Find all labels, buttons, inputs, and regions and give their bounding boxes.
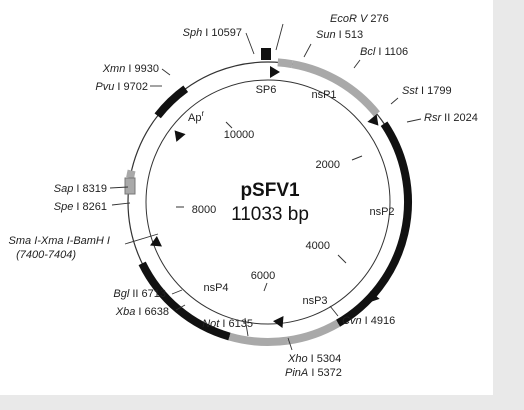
- leader-line: [245, 32, 255, 55]
- tick-6000: [263, 282, 268, 292]
- arrow-nsp2-head: [368, 291, 380, 303]
- scale-tick-marks: [176, 121, 363, 292]
- leader-line: [161, 68, 171, 76]
- scale-label-6000: 6000: [251, 270, 275, 282]
- leader-line: [390, 97, 399, 105]
- site-label-xmn: Xmn I 9930: [102, 63, 159, 75]
- arrow-sp6: [270, 66, 280, 78]
- site-label-xba: Xba I 6638: [115, 306, 169, 318]
- site-label-pvu: Pvu I 9702: [95, 81, 148, 93]
- feature-label-nsp2: nsP2: [369, 206, 394, 218]
- feature-label-nsp4: nsP4: [203, 282, 228, 294]
- site-label-spe: Spe I 8261: [54, 201, 107, 213]
- site-label-sap: Sap I 8319: [54, 183, 107, 195]
- scale-label-2000: 2000: [316, 159, 340, 171]
- arrow-nsp1-head: [367, 114, 379, 126]
- site-label-rsr: Rsr II 2024: [424, 112, 478, 124]
- plasmid-name: pSFV1: [240, 180, 300, 201]
- sp6-start-marker: [261, 48, 271, 60]
- arrow-nsp3-head: [273, 316, 284, 328]
- arrow-nsp2: [368, 291, 380, 303]
- inner-orf-circle: [145, 79, 391, 325]
- feature-label-nsp3: nsP3: [302, 295, 327, 307]
- plasmid-map-panel: pSFV1 11033 bp EcoR V 276 Sun I 513 Bcl …: [0, 0, 493, 395]
- site-label-bcl: Bcl I 1106: [360, 46, 408, 58]
- leader-line: [353, 59, 361, 69]
- arrow-nsp4: [150, 236, 162, 247]
- leader-line: [175, 304, 186, 311]
- segment-sap-gray: [126, 169, 136, 179]
- sap-marker-box: [124, 177, 136, 195]
- leader-line: [406, 118, 422, 123]
- site-leader-lines: [109, 23, 422, 351]
- arrow-nsp3: [273, 316, 284, 328]
- leader-line: [109, 186, 129, 189]
- segment-nsp3-lower: [228, 332, 289, 346]
- leader-line: [303, 43, 312, 58]
- plasmid-size: 11033 bp: [231, 204, 309, 225]
- leader-line: [171, 289, 183, 295]
- site-label-sst: Sst I 1799: [402, 85, 452, 97]
- plasmid-map-svg: pSFV1 11033 bp EcoR V 276 Sun I 513 Bcl …: [9, 13, 478, 379]
- leader-line: [329, 305, 339, 317]
- scale-label-10000: 10000: [224, 129, 255, 141]
- segment-sp6-gray: [277, 58, 294, 69]
- leader-line: [287, 337, 293, 351]
- arrow-nsp4-head: [150, 236, 162, 247]
- arrow-apr-head: [174, 130, 186, 142]
- arrow-sp6-head: [270, 66, 280, 78]
- leader-line: [244, 317, 249, 337]
- leader-line: [275, 23, 284, 51]
- leader-line: [111, 202, 131, 206]
- segment-nsp1-gray: [291, 60, 380, 117]
- feature-label-nsp1: nsP1: [311, 89, 336, 101]
- feature-label-sp6: SP6: [256, 84, 277, 96]
- segment-nsp3-gray: [286, 319, 340, 345]
- feature-segments: [124, 48, 412, 346]
- site-label-bgl: Bgl II 6713: [113, 288, 166, 300]
- segment-nsp2-dark: [335, 121, 412, 327]
- site-label-sph: Sph I 10597: [183, 27, 242, 39]
- polylinker-range: (7400-7404): [16, 249, 76, 261]
- site-label-sun: Sun I 513: [316, 29, 363, 41]
- scale-label-4000: 4000: [306, 240, 330, 252]
- site-label-cvn: Cvn I 4916: [342, 315, 395, 327]
- site-label-pina: PinA I 5372: [285, 367, 342, 379]
- tick-4000: [337, 254, 347, 264]
- site-label-ecorv: EcoR V 276: [330, 13, 389, 25]
- segment-apr-dark: [154, 85, 189, 119]
- polylinker-label: Sma I-Xma I-BamH I: [9, 235, 110, 247]
- site-label-not: Not I 6135: [202, 318, 253, 330]
- site-label-xho: Xho I 5304: [287, 353, 341, 365]
- arrow-nsp1: [367, 114, 379, 126]
- scale-label-8000: 8000: [192, 204, 216, 216]
- arrow-apr: [174, 130, 186, 142]
- feature-label-apr: Apr: [188, 109, 204, 124]
- leader-line: [124, 233, 159, 245]
- tick-2000: [351, 155, 363, 161]
- tick-10000: [225, 121, 233, 129]
- direction-arrows: [150, 66, 380, 328]
